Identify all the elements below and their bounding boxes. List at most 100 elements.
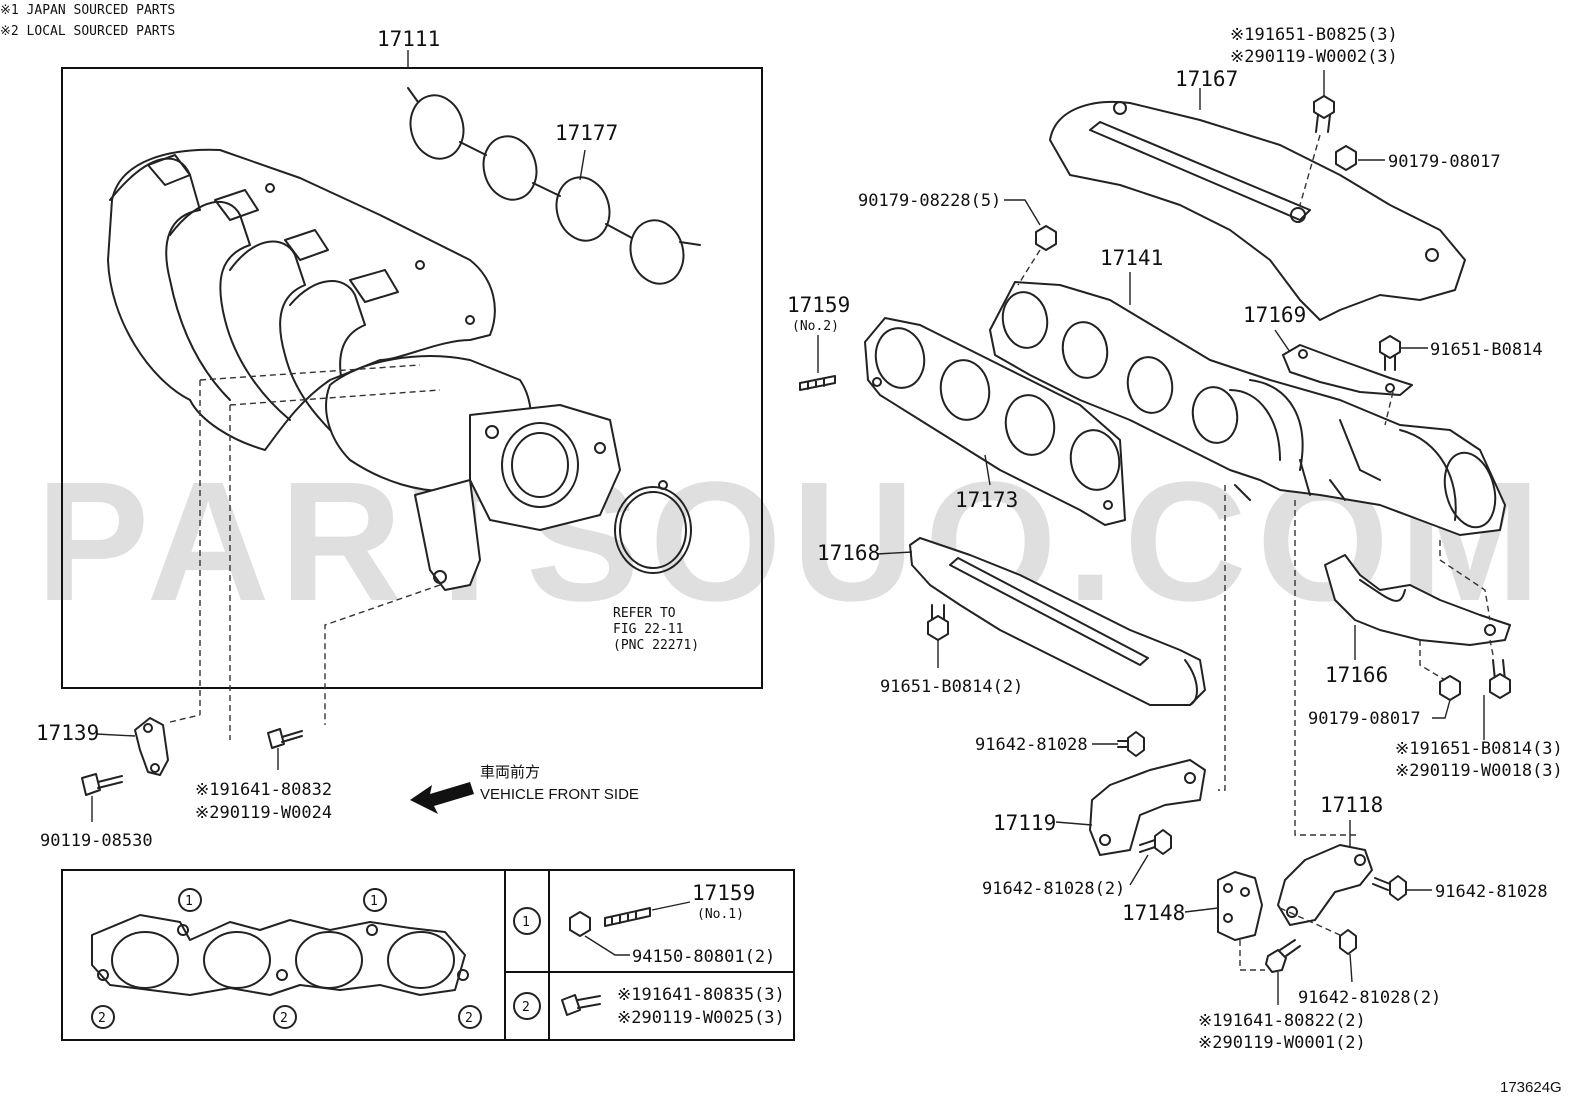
svg-text:1: 1 <box>185 894 193 909</box>
bolt-91642-81028-right[interactable] <box>1372 875 1407 901</box>
stay-17119[interactable] <box>1089 759 1206 856</box>
bolt-91651-B0825[interactable] <box>1313 95 1335 133</box>
direction-label-en: VEHICLE FRONT SIDE <box>480 786 639 803</box>
leader-legend-17159 <box>651 901 691 911</box>
legend-part-17159-sub: (No.1) <box>697 907 744 922</box>
part-label-17168[interactable]: 17168 <box>817 541 880 565</box>
bracket-17139[interactable] <box>134 717 169 776</box>
nut-90179-08017-bottom[interactable] <box>1439 675 1461 701</box>
leader-91642-81028-2a <box>1129 854 1149 886</box>
part-label-17141[interactable]: 17141 <box>1100 246 1163 270</box>
part-label-91651-B0814-right[interactable]: 91651-B0814 <box>1430 340 1543 360</box>
svg-text:1: 1 <box>370 894 378 909</box>
part-label-90119-W0001[interactable]: ※290119-W0001(2) <box>1198 1033 1366 1053</box>
leader-17168 <box>876 551 913 555</box>
dash-91651-B0814-3 <box>1489 639 1494 656</box>
part-label-17111[interactable]: 17111 <box>377 27 440 51</box>
stud-17159-no2[interactable] <box>799 375 836 391</box>
part-label-17139[interactable]: 17139 <box>36 721 99 745</box>
exhaust-gasket-17173[interactable] <box>864 317 1126 526</box>
dash-91651-B0825 <box>1299 134 1321 206</box>
legend-gasket <box>91 914 469 996</box>
part-label-90119-W0024[interactable]: ※290119-W0024 <box>195 803 332 823</box>
legend-part-94150-80801[interactable]: 94150-80801(2) <box>632 947 775 967</box>
nut-90179-08228[interactable] <box>1035 225 1057 251</box>
bolt-90119-08530[interactable] <box>81 773 123 796</box>
note-local-sourced: ※2 LOCAL SOURCED PARTS <box>0 24 175 39</box>
leader-legend-94150 <box>584 935 630 956</box>
bolt-91642-81028-2b[interactable] <box>1339 929 1357 955</box>
bolt-91651-B0814-right[interactable] <box>1379 335 1401 371</box>
leader-17139 <box>95 733 136 737</box>
heat-insulator-17167[interactable] <box>1049 100 1466 321</box>
refer-line1: REFER TO <box>613 606 676 621</box>
leader-17119 <box>1055 821 1093 826</box>
part-label-17159-no2-sub: (No.2) <box>792 319 839 334</box>
part-label-91642-81028-2b[interactable]: 91642-81028(2) <box>1298 988 1441 1008</box>
bracket-17148[interactable] <box>1217 871 1263 941</box>
part-label-17167[interactable]: 17167 <box>1175 67 1238 91</box>
part-label-90119-W0002[interactable]: ※290119-W0002(3) <box>1230 47 1398 67</box>
part-label-17173[interactable]: 17173 <box>955 488 1018 512</box>
part-label-90119-08530[interactable]: 90119-08530 <box>40 831 153 851</box>
refer-line2: FIG 22-11 <box>613 622 683 637</box>
bolt-91641-80822[interactable] <box>1265 939 1301 973</box>
part-label-17118[interactable]: 17118 <box>1320 793 1383 817</box>
svg-text:2: 2 <box>98 1011 106 1026</box>
bolt-91642-81028-2a[interactable] <box>1139 829 1172 855</box>
legend-part-91641-80835[interactable]: ※191641-80835(3) <box>617 985 785 1005</box>
vehicle-front-arrow <box>410 782 474 814</box>
heat-insulator-17168[interactable] <box>909 537 1206 706</box>
svg-text:2: 2 <box>280 1011 288 1026</box>
figure-id: 173624G <box>1500 1079 1562 1096</box>
part-label-91642-81028-2a[interactable]: 91642-81028(2) <box>982 879 1125 899</box>
part-label-91642-81028-a[interactable]: 91642-81028 <box>975 735 1088 755</box>
bracket-17169[interactable] <box>1282 344 1413 396</box>
intake-dash-lines <box>169 364 441 740</box>
part-label-17119[interactable]: 17119 <box>993 811 1056 835</box>
legend-row2-marker: 2 <box>513 992 541 1020</box>
heat-insulator-17166[interactable] <box>1324 554 1511 646</box>
legend-bolt-markers-2: 2 2 2 <box>91 1005 482 1029</box>
part-label-91642-81028-right[interactable]: 91642-81028 <box>1435 882 1548 902</box>
exhaust-manifold-17141[interactable] <box>989 281 1506 536</box>
part-label-17148[interactable]: 17148 <box>1122 901 1185 925</box>
leader-91642-81028-2b <box>1349 953 1353 983</box>
bolt-91642-81028-a[interactable] <box>1117 731 1145 757</box>
legend-table <box>61 869 795 1041</box>
svg-text:2: 2 <box>465 1011 473 1026</box>
dash-17148 <box>1239 907 1341 971</box>
part-label-91651-B0814-3[interactable]: ※191651-B0814(3) <box>1395 739 1563 759</box>
part-label-91641-80822[interactable]: ※191641-80822(2) <box>1198 1011 1366 1031</box>
part-label-90179-08017-top[interactable]: 90179-08017 <box>1388 152 1501 172</box>
note-japan-sourced: ※1 JAPAN SOURCED PARTS <box>0 3 175 18</box>
intake-gasket-17177[interactable] <box>404 87 701 290</box>
part-label-91641-80832[interactable]: ※191641-80832 <box>195 780 332 800</box>
part-label-17166[interactable]: 17166 <box>1325 663 1388 687</box>
leader-90179-08017-bottom <box>1432 699 1451 719</box>
part-label-90179-08017-bottom[interactable]: 90179-08017 <box>1308 709 1421 729</box>
part-label-90179-08228[interactable]: 90179-08228(5) <box>858 191 1001 211</box>
part-label-90119-W0018[interactable]: ※290119-W0018(3) <box>1395 761 1563 781</box>
part-label-91651-B0814-2[interactable]: 91651-B0814(2) <box>880 677 1023 697</box>
legend-stud-17159-no1[interactable] <box>604 907 651 927</box>
part-label-91651-B0825[interactable]: ※191651-B0825(3) <box>1230 25 1398 45</box>
nut-90179-08017-top[interactable] <box>1335 145 1357 171</box>
bolt-91651-B0814-2[interactable] <box>927 604 949 641</box>
legend-nut-94150-80801[interactable] <box>569 911 591 937</box>
stay-17118[interactable] <box>1277 844 1373 926</box>
part-label-17177[interactable]: 17177 <box>555 121 618 145</box>
intake-manifold[interactable] <box>107 148 621 591</box>
bolt-91641-80832[interactable] <box>267 728 303 749</box>
leader-17173 <box>984 454 991 486</box>
part-label-17169[interactable]: 17169 <box>1243 303 1306 327</box>
legend-bolt-91641-80835[interactable] <box>561 994 601 1016</box>
part-label-17159-no2[interactable]: 17159 <box>787 293 850 317</box>
leader-17169 <box>1274 329 1291 353</box>
refer-line3: (PNC 22271) <box>613 638 699 653</box>
legend-part-17159[interactable]: 17159 <box>692 881 755 905</box>
throttle-body-gasket[interactable] <box>614 480 692 574</box>
legend-part-90119-W0025[interactable]: ※290119-W0025(3) <box>617 1008 785 1028</box>
bolt-91651-B0814-3[interactable] <box>1489 659 1511 699</box>
leader-90179-08228 <box>1004 199 1041 226</box>
